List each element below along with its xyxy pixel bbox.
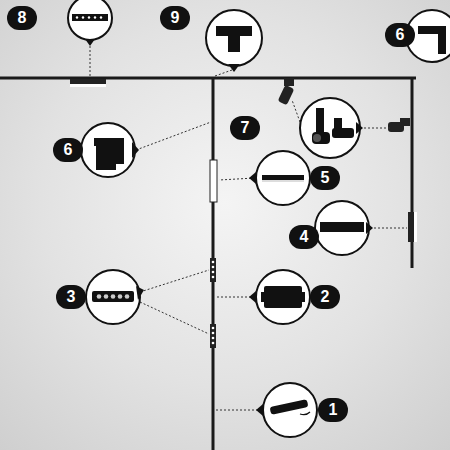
- callout-number: 3: [56, 285, 86, 309]
- callout-number: 5: [310, 166, 340, 190]
- callout-number: 6: [53, 138, 83, 162]
- callout-number: 4: [289, 225, 319, 249]
- callout-number: 9: [160, 6, 190, 30]
- callout-number: 2: [310, 285, 340, 309]
- callout-number: 7: [230, 116, 260, 140]
- callout-number: 8: [7, 6, 37, 30]
- callout-number: 6: [385, 23, 415, 47]
- callout-number: 1: [318, 398, 348, 422]
